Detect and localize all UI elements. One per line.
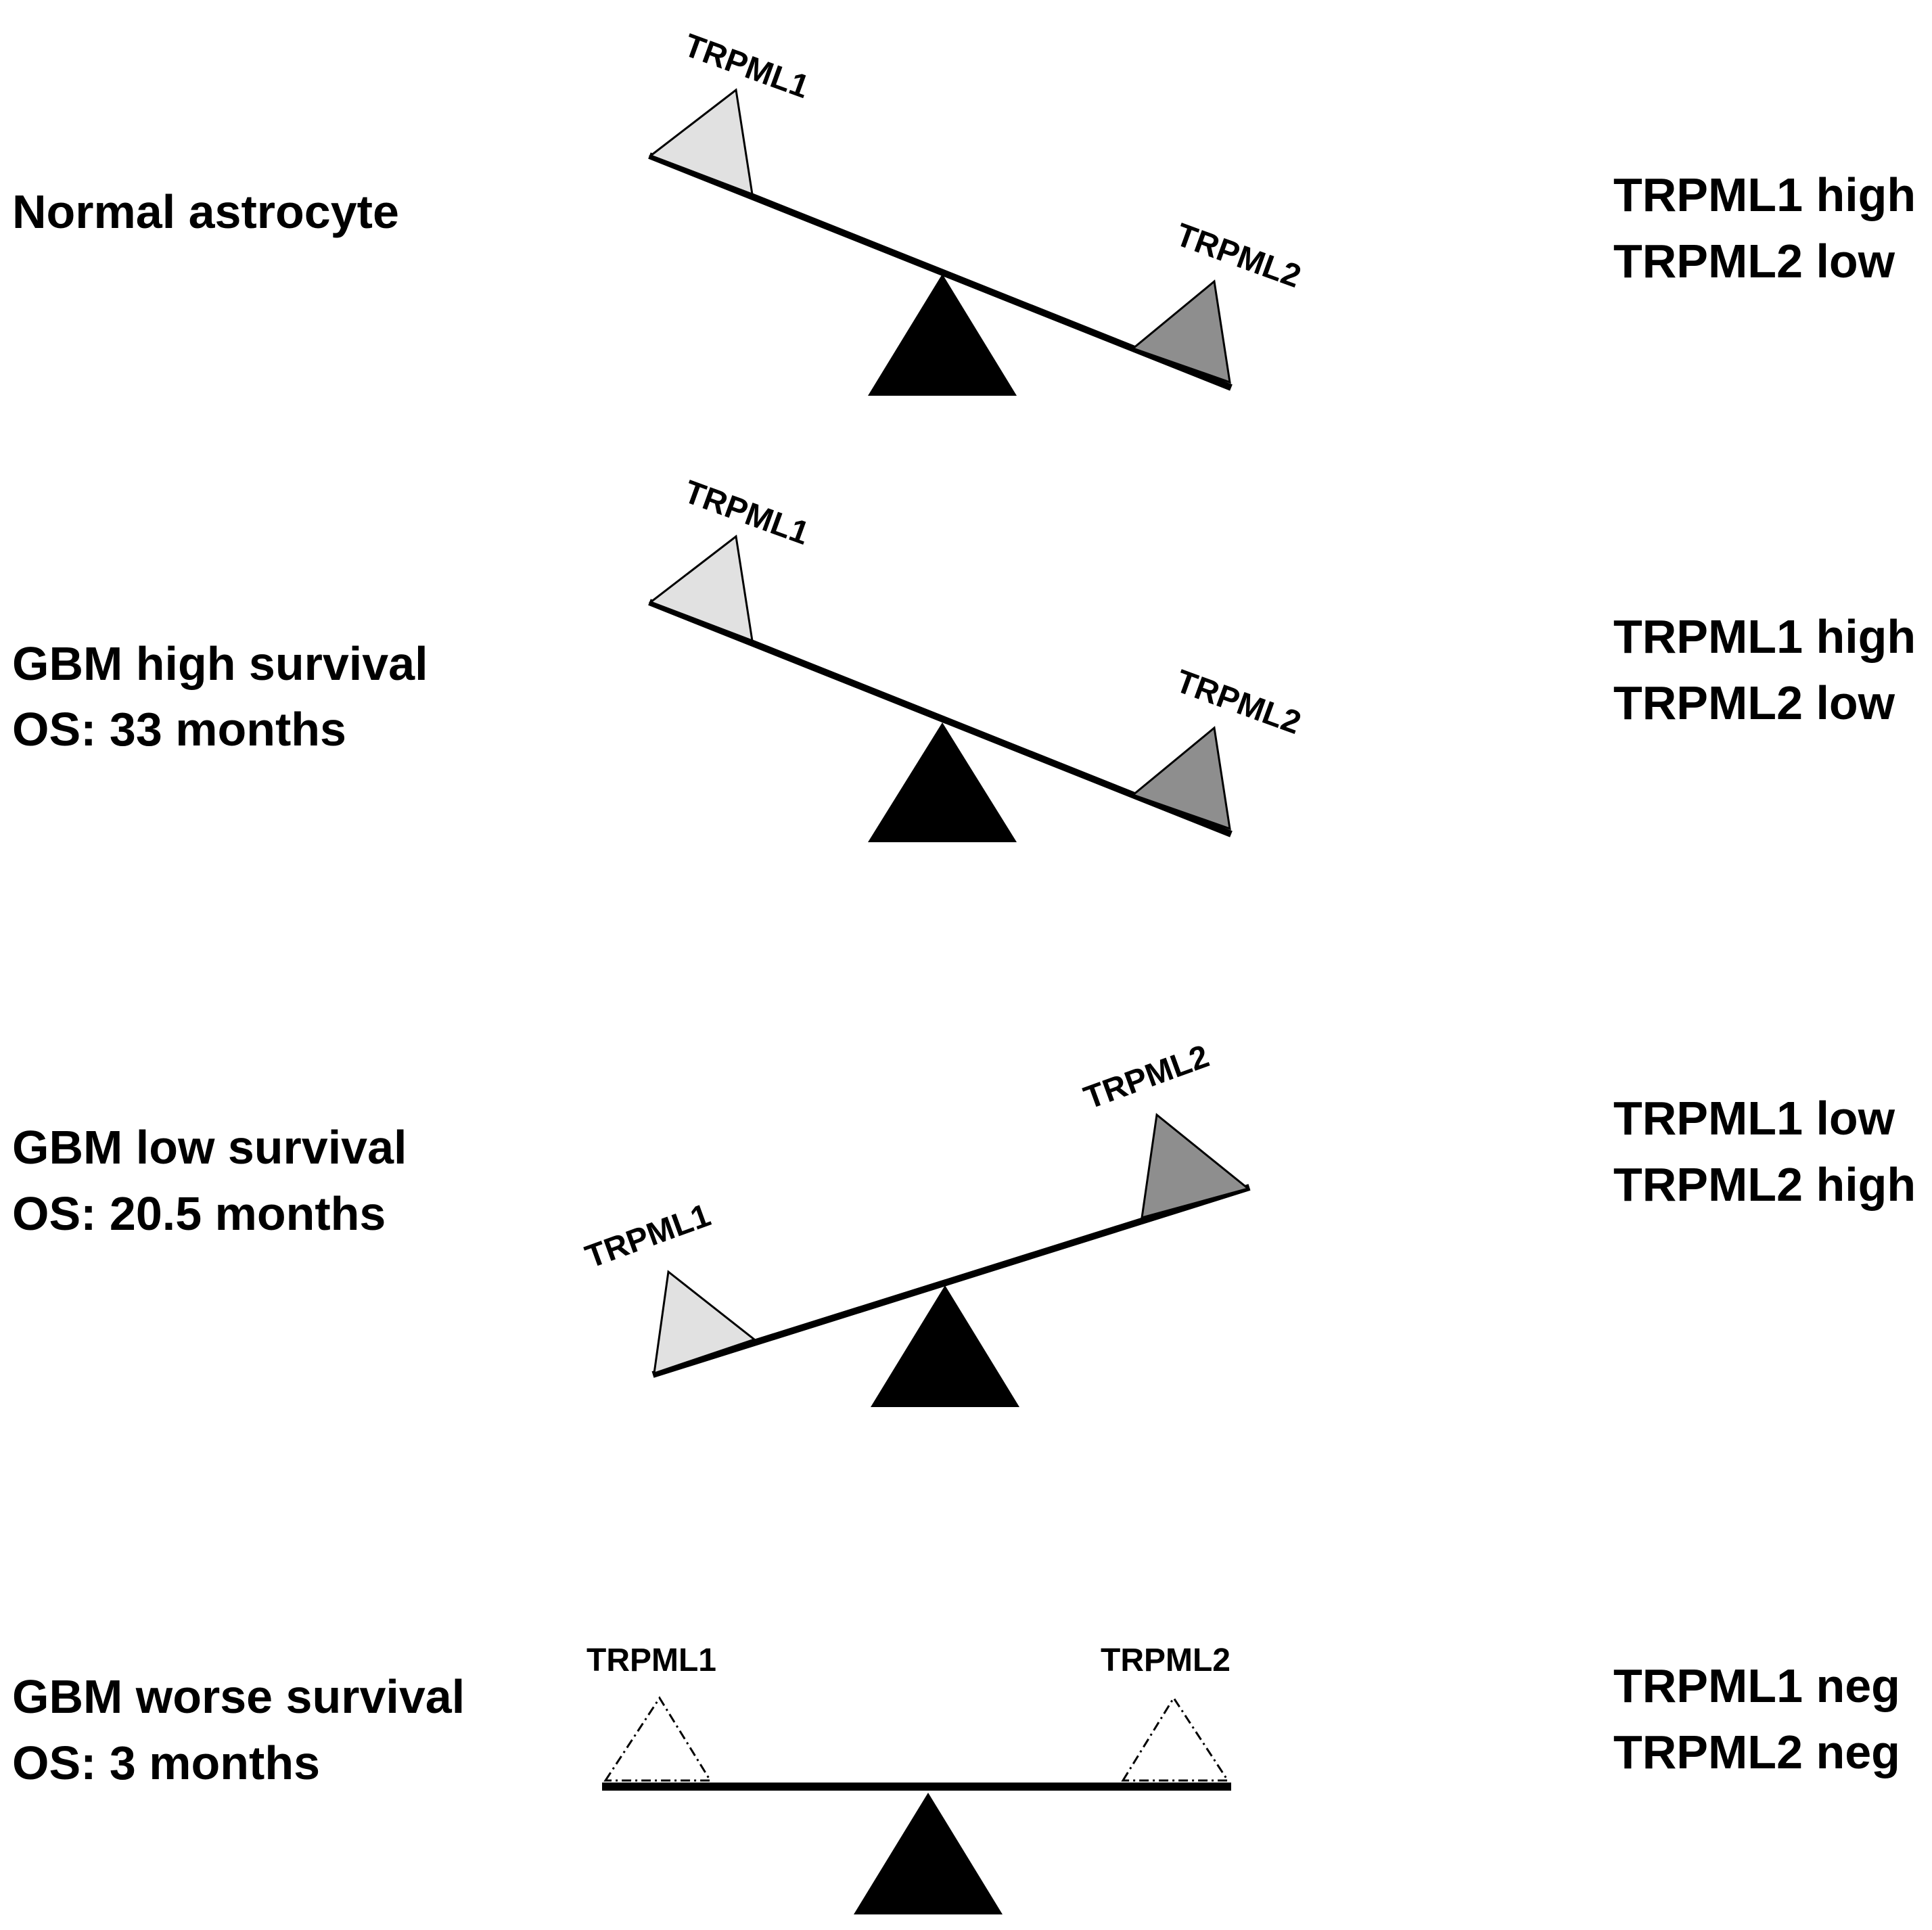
fulcrum-triangle xyxy=(868,722,1017,842)
row-survival-label: OS: 3 months xyxy=(12,1737,320,1789)
trpml2-expression-label: TRPML2 low xyxy=(1613,235,1895,288)
row-gbm-worse-survival: GBM worse survival OS: 3 months TRPML1 T… xyxy=(12,1642,1900,1914)
trpml1-weight-label: TRPML1 xyxy=(679,28,814,106)
trpml1-weight-label: TRPML1 xyxy=(679,474,814,552)
trpml1-negative-weight-triangle xyxy=(603,1696,712,1782)
row-survival-label: OS: 33 months xyxy=(12,703,346,756)
trpml1-expression-label: TRPML1 low xyxy=(1613,1092,1895,1145)
trpml2-expression-label: TRPML2 neg xyxy=(1613,1726,1900,1778)
row-gbm-high-survival: GBM high survival OS: 33 months TRPML1 T… xyxy=(12,474,1916,842)
row-survival-label: OS: 20.5 months xyxy=(12,1187,386,1240)
row-gbm-low-survival: GBM low survival OS: 20.5 months TRPML1 … xyxy=(12,1038,1916,1407)
trpml2-weight-label: TRPML2 xyxy=(1101,1642,1230,1678)
trpml2-expression-label: TRPML2 low xyxy=(1613,676,1895,729)
trpml1-weight-triangle xyxy=(648,534,754,643)
trpml2-expression-label: TRPML2 high xyxy=(1613,1158,1916,1211)
seesaw-beam xyxy=(651,1184,1251,1378)
trpml1-expression-label: TRPML1 neg xyxy=(1613,1659,1900,1712)
trpml2-weight-triangle xyxy=(1141,1113,1251,1220)
trpml1-expression-label: TRPML1 high xyxy=(1613,610,1916,663)
trpml2-weight-triangle xyxy=(1130,279,1231,384)
trpml1-weight-label: TRPML1 xyxy=(581,1197,716,1275)
trpml1-expression-label: TRPML1 high xyxy=(1613,168,1916,221)
row-condition-label: GBM high survival xyxy=(12,637,428,690)
fulcrum-triangle xyxy=(871,1285,1019,1407)
fulcrum-triangle xyxy=(854,1793,1003,1914)
trpml1-weight-triangle xyxy=(653,1270,757,1375)
row-condition-label: GBM low survival xyxy=(12,1121,407,1174)
row-normal-astrocyte: Normal astrocyte TRPML1 TRPML2 TRPML1 hi… xyxy=(12,28,1916,396)
fulcrum-triangle xyxy=(868,274,1017,396)
row-condition-label: Normal astrocyte xyxy=(12,185,399,238)
trpml2-weight-label: TRPML2 xyxy=(1080,1038,1214,1116)
trpml2-weight-label: TRPML2 xyxy=(1171,664,1306,741)
trpml2-negative-weight-triangle xyxy=(1121,1696,1230,1782)
trpml1-weight-triangle xyxy=(648,88,754,196)
trpml2-weight-label: TRPML2 xyxy=(1171,217,1306,295)
trpml2-weight-triangle xyxy=(1130,726,1231,831)
trpml1-weight-label: TRPML1 xyxy=(586,1642,716,1678)
row-condition-label: GBM worse survival xyxy=(12,1670,465,1723)
